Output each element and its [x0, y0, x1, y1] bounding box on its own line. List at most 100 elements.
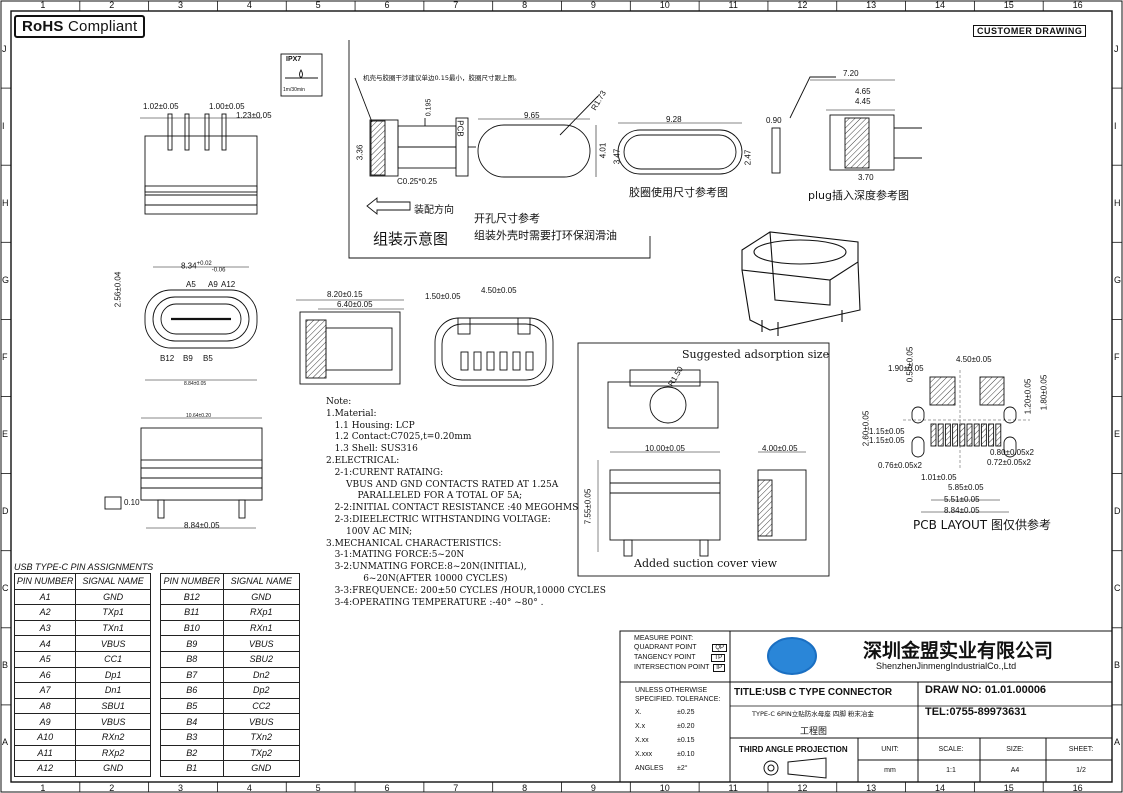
grid-column-label: 4 — [246, 783, 252, 793]
grid-column-label: 8 — [522, 783, 528, 793]
assembly-direction-label: 装配方向 — [414, 205, 454, 216]
suction-cover-box — [577, 342, 830, 577]
signal-name: TXp2 — [222, 744, 301, 762]
grid-row-label: G — [1114, 274, 1122, 285]
grid-row-label: J — [2, 43, 7, 54]
pcb-layout — [903, 370, 1030, 513]
front-view — [144, 266, 258, 381]
grid-column-label: 15 — [1003, 783, 1014, 793]
grid-column-label: 7 — [453, 783, 459, 793]
signal-name: RXn2 — [75, 728, 151, 746]
cutout-reference: 开孔尺寸参考 — [474, 212, 540, 225]
signal-name: SBU1 — [75, 697, 151, 715]
pcb-dim-3: 1.20±0.05 — [1023, 378, 1033, 415]
pcb-dim-4: 1.80±0.05 — [1039, 374, 1049, 411]
signal-name: GND — [75, 760, 151, 777]
title-field-label: SIZE: — [1006, 746, 1024, 753]
grid-row-label: A — [2, 737, 9, 748]
plug-caption: plug插入深度参考图 — [808, 189, 909, 202]
note-line: 3-4:OPERATING TEMPERATURE :-40° ~80° . — [326, 597, 544, 608]
pin-number: B8 — [160, 650, 224, 668]
signal-name: TXn1 — [75, 619, 151, 637]
flatness-value: 0.10 — [124, 498, 140, 507]
pinview-dim-150: 1.50±0.05 — [425, 292, 461, 301]
pin-number: A1 — [13, 588, 77, 606]
notes-block: Note:1.Material: 1.1 Housing: LCP 1.2 Co… — [326, 397, 606, 609]
signal-name: CC2 — [222, 697, 301, 715]
note-line: 3.MECHANICAL CHARACTERISTICS: — [326, 538, 502, 549]
grid-row-label: D — [1114, 506, 1121, 517]
pin-number: B4 — [160, 713, 224, 730]
grid-column-label: 8 — [522, 0, 528, 10]
grid-column-label: 11 — [728, 783, 738, 793]
pin-label-a12: A12 — [221, 280, 236, 289]
pcb-pad — [966, 423, 973, 447]
pcb-pad — [959, 423, 966, 447]
pcb-pad — [988, 423, 995, 447]
grid-row-label: C — [1114, 583, 1121, 594]
top-dim-100: 1.00±0.05 — [209, 102, 245, 111]
note-line: 1.3 Shell: SUS316 — [326, 444, 418, 455]
grid-column-label: 16 — [1072, 783, 1083, 793]
note-line: PARALLELED FOR A TOTAL OF 5A; — [326, 491, 523, 502]
assembly-title: 组装示意图 — [373, 230, 449, 248]
tolerance-header: UNLESS OTHERWISE SPECIFIED. TOLERANCE: — [635, 687, 721, 703]
pcb-pad — [973, 423, 980, 447]
grid-column-label: 13 — [866, 0, 877, 10]
pcb-dim-6: 1.15±0.05 — [869, 427, 905, 436]
seal-caption: 胶圈使用尺寸参考图 — [629, 186, 728, 199]
grid-column-label: 4 — [246, 0, 252, 10]
pcb-pad — [995, 423, 1002, 447]
pin-number: A6 — [13, 666, 77, 684]
grid-row-label: E — [1114, 429, 1121, 440]
tolerance-row: X.x±0.20 — [635, 723, 695, 730]
drawing-title: TITLE:USB C TYPE CONNECTOR — [734, 687, 893, 698]
grid-row-label: A — [1114, 737, 1121, 748]
pcb-dim-7: 1.15±0.05 — [869, 436, 905, 445]
grid-column-label: 9 — [590, 783, 596, 793]
bottom-dim-1064: 10.64±0.20 — [186, 413, 211, 419]
note-line: 3-3:FREQUENCE: 200±50 CYCLES /HOUR,10000… — [326, 585, 606, 596]
note-line: 1.2 Contact:C7025,t=0.20mm — [326, 432, 472, 443]
dim-336: 3.36 — [355, 144, 365, 161]
pcb-dim-8: 0.80±0.05x2 — [990, 448, 1034, 457]
note-line: 2.ELECTRICAL: — [326, 455, 400, 466]
projection-label: THIRD ANGLE PROJECTION — [739, 745, 848, 754]
title-field-value: 1/2 — [1076, 767, 1086, 774]
side-dim-640: 6.40±0.05 — [337, 300, 373, 309]
drawing-subtitle: TYPE-C 6PIN立贴防水母座 四脚 粉末冶金 — [752, 710, 874, 718]
pcb-layout-caption: PCB LAYOUT 图仅供参考 — [913, 518, 1051, 532]
grid-row-label: H — [2, 197, 9, 208]
signal-name: VBUS — [75, 713, 151, 730]
pin-number: A9 — [13, 713, 77, 730]
pcb-pad — [944, 423, 951, 447]
ipx7-rating: IPX7 — [286, 56, 302, 63]
note-line: 2-3:DIEELECTRIC WITHSTANDING VOLTAGE: — [326, 514, 551, 525]
pin-number: A5 — [13, 650, 77, 668]
grid-column-label: 14 — [934, 783, 945, 793]
pin-number: B9 — [160, 635, 224, 652]
grid-row-label: F — [1114, 351, 1120, 362]
grid-column-label: 6 — [384, 783, 390, 793]
title-field-value: A4 — [1010, 767, 1020, 774]
dim-720: 7.20 — [843, 69, 859, 78]
bottom-dim-884: 8.84±0.05 — [184, 521, 220, 530]
dim-247: 2.47 — [743, 149, 753, 166]
grid-column-label: 1 — [40, 0, 46, 10]
suction-dim-400: 4.00±0.05 — [762, 444, 798, 453]
grid-column-label: 7 — [453, 0, 459, 10]
suction-caption: Added suction cover view — [634, 557, 778, 570]
side-dim-820: 8.20±0.15 — [327, 290, 363, 299]
